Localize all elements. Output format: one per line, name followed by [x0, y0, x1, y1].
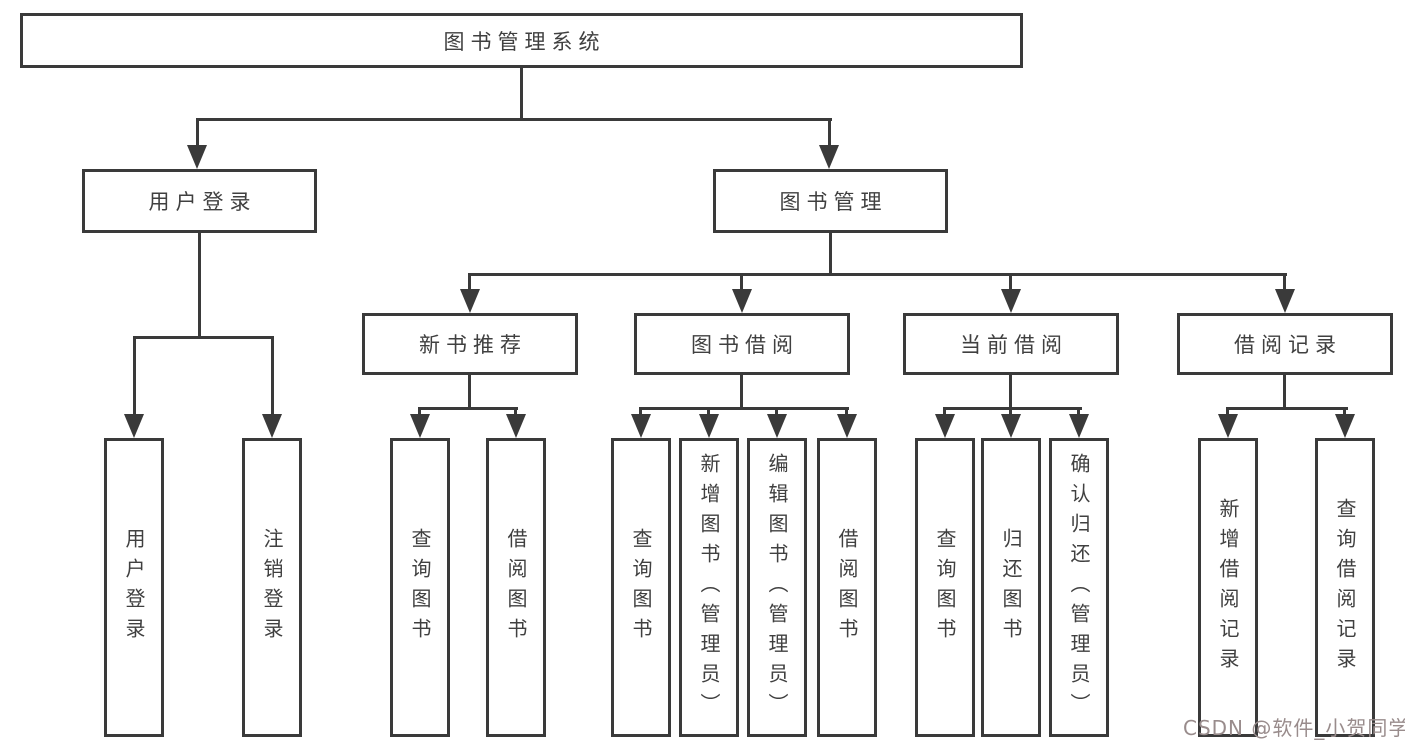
connector-line	[468, 273, 471, 293]
leaf-query-books-borrowing: 查询图书	[611, 438, 671, 737]
connector-line	[740, 273, 743, 293]
leaf-user-login: 用户登录	[104, 438, 164, 737]
leaf-edit-books-admin-label: 编辑图书（管理员）	[765, 452, 789, 723]
leaf-query-borrow-record-label: 查询借阅记录	[1333, 497, 1357, 678]
leaf-add-borrow-record: 新增借阅记录	[1198, 438, 1258, 737]
leaf-borrow-books-recommend: 借阅图书	[486, 438, 546, 737]
arrowhead-down-icon	[187, 145, 207, 169]
arrowhead-down-icon	[1275, 289, 1295, 313]
arrowhead-down-icon	[506, 414, 526, 438]
connector-line	[943, 407, 946, 419]
node-book-management: 图书管理	[713, 169, 948, 233]
connector-line	[740, 375, 743, 407]
leaf-add-borrow-record-label: 新增借阅记录	[1216, 497, 1240, 678]
connector-line	[1226, 407, 1229, 419]
arrowhead-down-icon	[410, 414, 430, 438]
node-book-borrowing-label: 图书借阅	[691, 333, 799, 357]
connector-line	[828, 118, 831, 148]
arrowhead-down-icon	[837, 414, 857, 438]
connector-line	[514, 407, 517, 419]
leaf-return-books: 归还图书	[981, 438, 1041, 737]
csdn-watermark: CSDN @软件_小贺同学	[1183, 716, 1405, 740]
connector-line	[468, 375, 471, 407]
arrowhead-down-icon	[819, 145, 839, 169]
arrowhead-down-icon	[1218, 414, 1238, 438]
arrowhead-down-icon	[767, 414, 787, 438]
node-book-borrowing: 图书借阅	[634, 313, 850, 375]
connector-line	[775, 407, 778, 419]
connector-line	[1283, 375, 1286, 407]
arrowhead-down-icon	[124, 414, 144, 438]
connector-line	[196, 118, 199, 148]
arrowhead-down-icon	[1335, 414, 1355, 438]
leaf-confirm-return-admin-label: 确认归还（管理员）	[1067, 452, 1091, 723]
leaf-edit-books-admin: 编辑图书（管理员）	[747, 438, 807, 737]
leaf-return-books-label: 归还图书	[999, 527, 1023, 648]
connector-line	[829, 233, 832, 273]
connector-line	[1009, 273, 1012, 293]
node-current-borrowing-label: 当前借阅	[960, 333, 1068, 357]
connector-line	[707, 407, 710, 419]
node-user-login: 用户登录	[82, 169, 317, 233]
connector-line	[1283, 273, 1286, 293]
connector-line	[468, 273, 1287, 276]
arrowhead-down-icon	[935, 414, 955, 438]
node-user-login-label: 用户登录	[148, 190, 257, 214]
leaf-query-books-recommend-label: 查询图书	[408, 527, 432, 648]
leaf-logout-label: 注销登录	[260, 527, 284, 648]
leaf-query-books-current-label: 查询图书	[933, 527, 957, 648]
node-borrowing-records-label: 借阅记录	[1234, 333, 1342, 357]
arrowhead-down-icon	[732, 289, 752, 313]
connector-line	[1009, 375, 1012, 407]
node-book-management-label: 图书管理	[779, 190, 888, 214]
leaf-borrow-books: 借阅图书	[817, 438, 877, 737]
connector-line	[1009, 407, 1012, 419]
connector-line	[133, 336, 274, 339]
leaf-borrow-books-recommend-label: 借阅图书	[504, 527, 528, 648]
arrowhead-down-icon	[460, 289, 480, 313]
leaf-borrow-books-label: 借阅图书	[835, 527, 859, 648]
connector-line	[418, 407, 518, 410]
connector-line	[1077, 407, 1080, 419]
arrowhead-down-icon	[1069, 414, 1089, 438]
connector-line	[271, 336, 274, 416]
connector-line	[198, 233, 201, 336]
leaf-logout: 注销登录	[242, 438, 302, 737]
connector-line	[943, 407, 1082, 410]
node-new-book-recommend: 新书推荐	[362, 313, 578, 375]
connector-line	[418, 407, 421, 419]
connector-line	[133, 336, 136, 416]
leaf-query-books-current: 查询图书	[915, 438, 975, 737]
connector-line	[639, 407, 642, 419]
leaf-add-books-admin-label: 新增图书（管理员）	[697, 452, 721, 723]
connector-line	[196, 118, 832, 121]
node-borrowing-records: 借阅记录	[1177, 313, 1393, 375]
connector-line	[520, 68, 523, 120]
connector-line	[639, 407, 849, 410]
leaf-query-borrow-record: 查询借阅记录	[1315, 438, 1375, 737]
connector-line	[845, 407, 848, 419]
arrowhead-down-icon	[699, 414, 719, 438]
node-current-borrowing: 当前借阅	[903, 313, 1119, 375]
leaf-add-books-admin: 新增图书（管理员）	[679, 438, 739, 737]
arrowhead-down-icon	[262, 414, 282, 438]
leaf-confirm-return-admin: 确认归还（管理员）	[1049, 438, 1109, 737]
leaf-user-login-label: 用户登录	[122, 527, 146, 648]
arrowhead-down-icon	[1001, 414, 1021, 438]
node-root: 图书管理系统	[20, 13, 1023, 68]
arrowhead-down-icon	[1001, 289, 1021, 313]
arrowhead-down-icon	[631, 414, 651, 438]
leaf-query-books-recommend: 查询图书	[390, 438, 450, 737]
node-new-book-recommend-label: 新书推荐	[419, 333, 527, 357]
connector-line	[1226, 407, 1348, 410]
leaf-query-books-borrowing-label: 查询图书	[629, 527, 653, 648]
node-root-label: 图书管理系统	[443, 29, 606, 54]
connector-line	[1343, 407, 1346, 419]
